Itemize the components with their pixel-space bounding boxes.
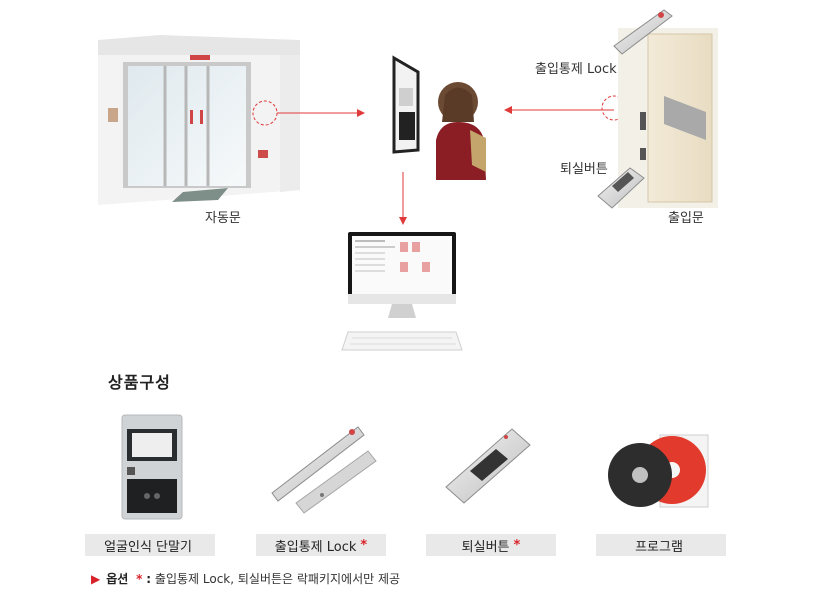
product-label-text: 얼굴인식 단말기 (104, 539, 192, 555)
system-diagram (98, 9, 718, 351)
product-images (121, 414, 709, 520)
product-label-face-terminal: 얼굴인식 단말기 (85, 534, 215, 556)
option-note: ▶ 옵션 * : 출입통제 Lock, 퇴실버튼은 락패키지에서만 제공 (91, 570, 400, 587)
exit-button-label: 퇴실버튼 (560, 162, 608, 177)
product-star: * (513, 537, 521, 553)
automatic-door-illustration (98, 35, 300, 205)
auto-door-label: 자동문 (205, 211, 241, 226)
face-terminal-product-image (121, 414, 183, 520)
option-colon: : (146, 572, 152, 586)
triangle-marker-icon: ▶ (91, 572, 101, 586)
section-title: 상품구성 (108, 373, 171, 392)
keyboard-illustration (341, 331, 463, 351)
person-illustration (436, 82, 486, 180)
product-label-text: 퇴실버튼 (461, 539, 510, 555)
face-terminal-illustration (392, 55, 420, 154)
option-label: 옵션 (106, 572, 129, 586)
option-star: * (136, 572, 143, 586)
product-label-program: 프로그램 (596, 534, 726, 556)
program-cd-image (608, 434, 709, 508)
option-text: 출입통제 Lock, 퇴실버튼은 락패키지에서만 제공 (154, 572, 401, 586)
product-label-lock: 출입통제 Lock* (256, 534, 386, 556)
door-exit-button-illustration (597, 167, 645, 209)
exit-button-product-image (445, 428, 531, 504)
entry-door-label: 출입문 (668, 211, 704, 226)
monitor-illustration (348, 232, 456, 318)
product-label-text: 프로그램 (635, 539, 683, 555)
product-label-exit-button: 퇴실버튼* (426, 534, 556, 556)
access-lock-label: 출입통제 Lock (535, 62, 617, 77)
product-star: * (360, 537, 368, 553)
lock-product-image (271, 426, 377, 514)
product-label-text: 출입통제 Lock (274, 539, 357, 555)
door-lock-illustration (613, 9, 673, 55)
